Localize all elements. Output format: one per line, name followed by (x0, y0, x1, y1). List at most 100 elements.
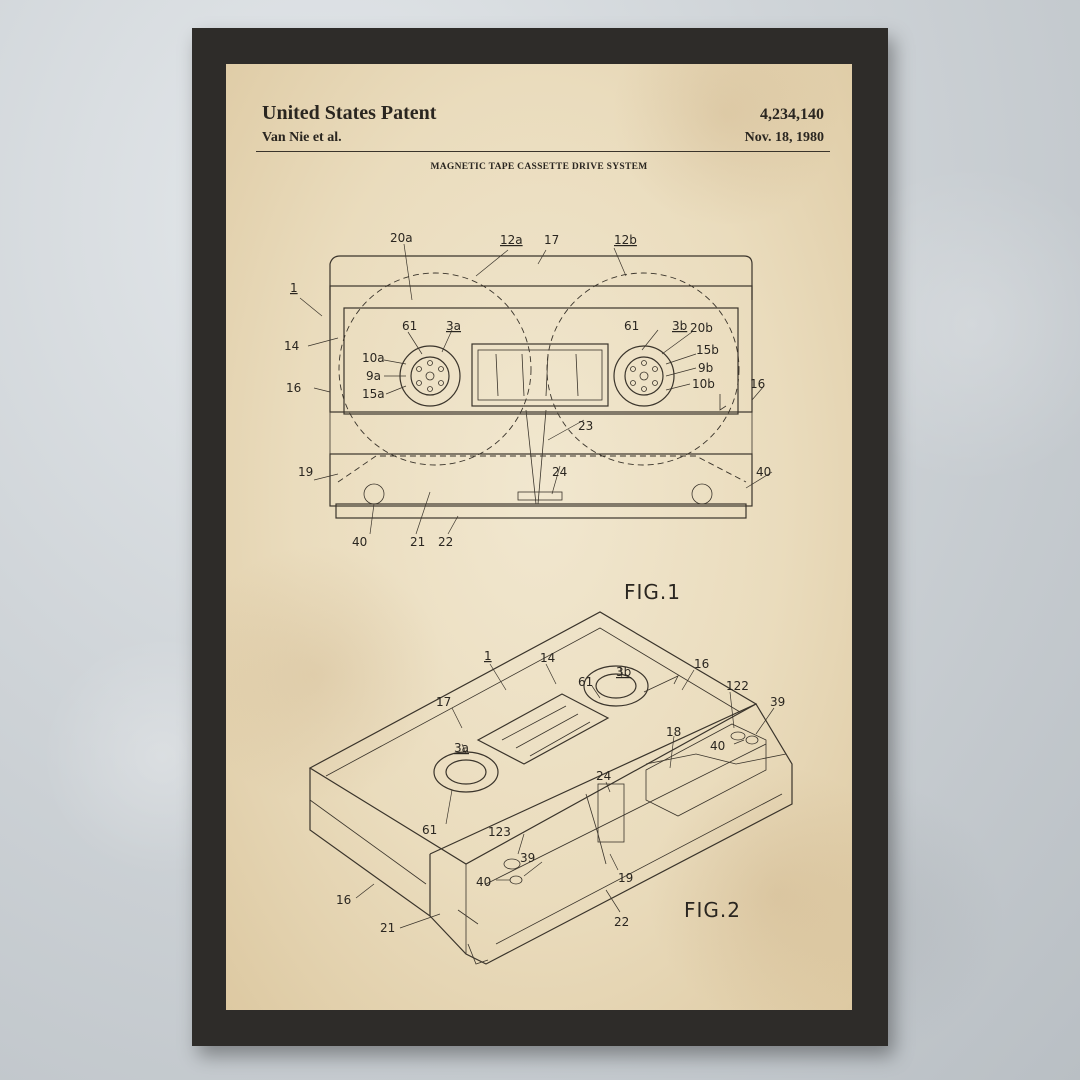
fig2-ref-123: 123 (488, 825, 511, 839)
fig1-leader-lines (299, 243, 773, 535)
fig1-ref-1: 1 (290, 281, 298, 295)
fig2-top-face (308, 611, 758, 865)
patent-date: Nov. 18, 1980 (744, 130, 824, 145)
fig1-ref-23: 23 (578, 419, 593, 433)
fig1-ref-10b: 10b (692, 377, 715, 391)
fig2-tape-path (585, 753, 787, 865)
fig2-side-seam (309, 799, 427, 885)
fig1-window-frame (343, 307, 739, 415)
fig2-ref-19: 19 (618, 871, 633, 885)
fig2-ref-1: 1 (484, 649, 492, 663)
fig2-ref-122: 122 (726, 679, 749, 693)
fig1-pad-24 (517, 491, 563, 501)
fig1-ref-20b: 20b (690, 321, 713, 335)
fig1-ref-9a: 9a (366, 369, 381, 383)
fig2-leader-lines (355, 663, 775, 929)
fig1-ref-15a: 15a (362, 387, 385, 401)
fig2-part-18 (645, 723, 767, 817)
fig2-ref-22: 22 (614, 915, 629, 929)
fig2-hole-39-right (745, 735, 759, 745)
fig2-ref-17: 17 (436, 695, 451, 709)
fig2-tab-mark (643, 675, 679, 693)
fig1-ref-61-left: 61 (402, 319, 417, 333)
fig2-ref-39-left: 39 (520, 851, 535, 865)
fig2-latch (457, 909, 489, 965)
fig1-ref-61-right: 61 (624, 319, 639, 333)
fig1-hub-right-outer (613, 345, 675, 407)
fig1-hub-teeth (416, 360, 658, 392)
fig2-drawing: 1 14 16 17 61 3b 122 39 40 18 3a 24 61 1… (308, 611, 793, 965)
fig2-ref-61-top: 61 (578, 675, 593, 689)
fig1-ref-17: 17 (544, 233, 559, 247)
fig2-ref-40-right: 40 (710, 739, 725, 753)
fig2-window (476, 693, 610, 765)
fig1-ref-3b: 3b (672, 319, 687, 333)
fig1-tab-mark (719, 394, 727, 411)
fig1-ref-40-left: 40 (352, 535, 367, 549)
paper-stain (646, 764, 852, 1010)
fig1-hole-right (691, 483, 713, 505)
fig1-reel-left (338, 272, 532, 466)
fig1-ref-10a: 10a (362, 351, 385, 365)
fig2-lid-edges (465, 743, 767, 954)
fig2-hole-39-left (509, 875, 523, 885)
fig2-hole-122 (730, 731, 746, 741)
fig1-lower-lid (329, 453, 753, 507)
fig1-ref-16-right: 16 (750, 377, 765, 391)
fig1-hub-right-inner (624, 356, 664, 396)
fig2-ref-40-left: 40 (476, 875, 491, 889)
patent-title: MAGNETIC TAPE CASSETTE DRIVE SYSTEM (430, 162, 648, 172)
fig2-lid-bottom-rail (495, 793, 783, 945)
fig1-ref-12b: 12b (614, 233, 637, 247)
fig1-center-window (471, 343, 609, 407)
fig2-ref-18: 18 (666, 725, 681, 739)
fig1-ref-14: 14 (284, 339, 299, 353)
fig2-hub-left-outer (433, 751, 499, 793)
fig1-window-shading (495, 353, 579, 397)
paper-stain (226, 544, 446, 804)
fig2-hub-right-outer (583, 665, 649, 707)
fig2-hub-left-inner (445, 759, 487, 785)
fig1-bottom-rail (335, 503, 747, 519)
fig2-top-inner-edge (325, 627, 741, 777)
fig1-ref-24: 24 (552, 465, 567, 479)
patent-number: 4,234,140 (760, 106, 824, 123)
fig2-ref-39-right: 39 (770, 695, 785, 709)
fig1-brake-23 (525, 409, 547, 505)
fig1-ref-21: 21 (410, 535, 425, 549)
patent-inventor: Van Nie et al. (262, 130, 342, 145)
fig2-ref-16-top: 16 (694, 657, 709, 671)
fig2-label: FIG.2 (684, 898, 741, 922)
fig2-ref-61-bottom: 61 (422, 823, 437, 837)
fig2-ref-3a: 3a (454, 741, 469, 755)
fig1-tape-path (337, 455, 747, 483)
patent-header-title: United States Patent (262, 102, 437, 124)
fig1-cassette-body (329, 285, 753, 413)
fig2-ref-24: 24 (596, 769, 611, 783)
fig1-ref-16-left: 16 (286, 381, 301, 395)
fig1-label: FIG.1 (624, 580, 681, 604)
fig1-ref-12a: 12a (500, 233, 523, 247)
fig1-drawing: 20a 12a 17 12b 1 14 61 3a 10a 9a 15a 16 … (284, 231, 773, 549)
fig1-top-edge (329, 255, 753, 300)
fig1-hub-right-center (639, 371, 649, 381)
fig1-ref-3a: 3a (446, 319, 461, 333)
fig1-ref-15b: 15b (696, 343, 719, 357)
patent-print: United States Patent Van Nie et al. 4,23… (226, 64, 852, 1010)
fig2-window-shading (501, 705, 591, 757)
header-divider (256, 151, 830, 152)
picture-frame: United States Patent Van Nie et al. 4,23… (192, 28, 888, 1046)
fig1-center-window-inner (477, 349, 603, 401)
fig1-ref-20a: 20a (390, 231, 413, 245)
fig2-ref-3b: 3b (616, 665, 631, 679)
fig1-ref-22: 22 (438, 535, 453, 549)
fig2-ref-14: 14 (540, 651, 555, 665)
fig2-hub-right-inner (595, 673, 637, 699)
fig1-ref-19: 19 (298, 465, 313, 479)
fig1-ref-9b: 9b (698, 361, 713, 375)
fig2-ref-21: 21 (380, 921, 395, 935)
fig1-hub-left-inner (410, 356, 450, 396)
fig1-ref-40-right: 40 (756, 465, 771, 479)
fig1-side-edges (329, 412, 753, 454)
fig2-ref-16-side: 16 (336, 893, 351, 907)
